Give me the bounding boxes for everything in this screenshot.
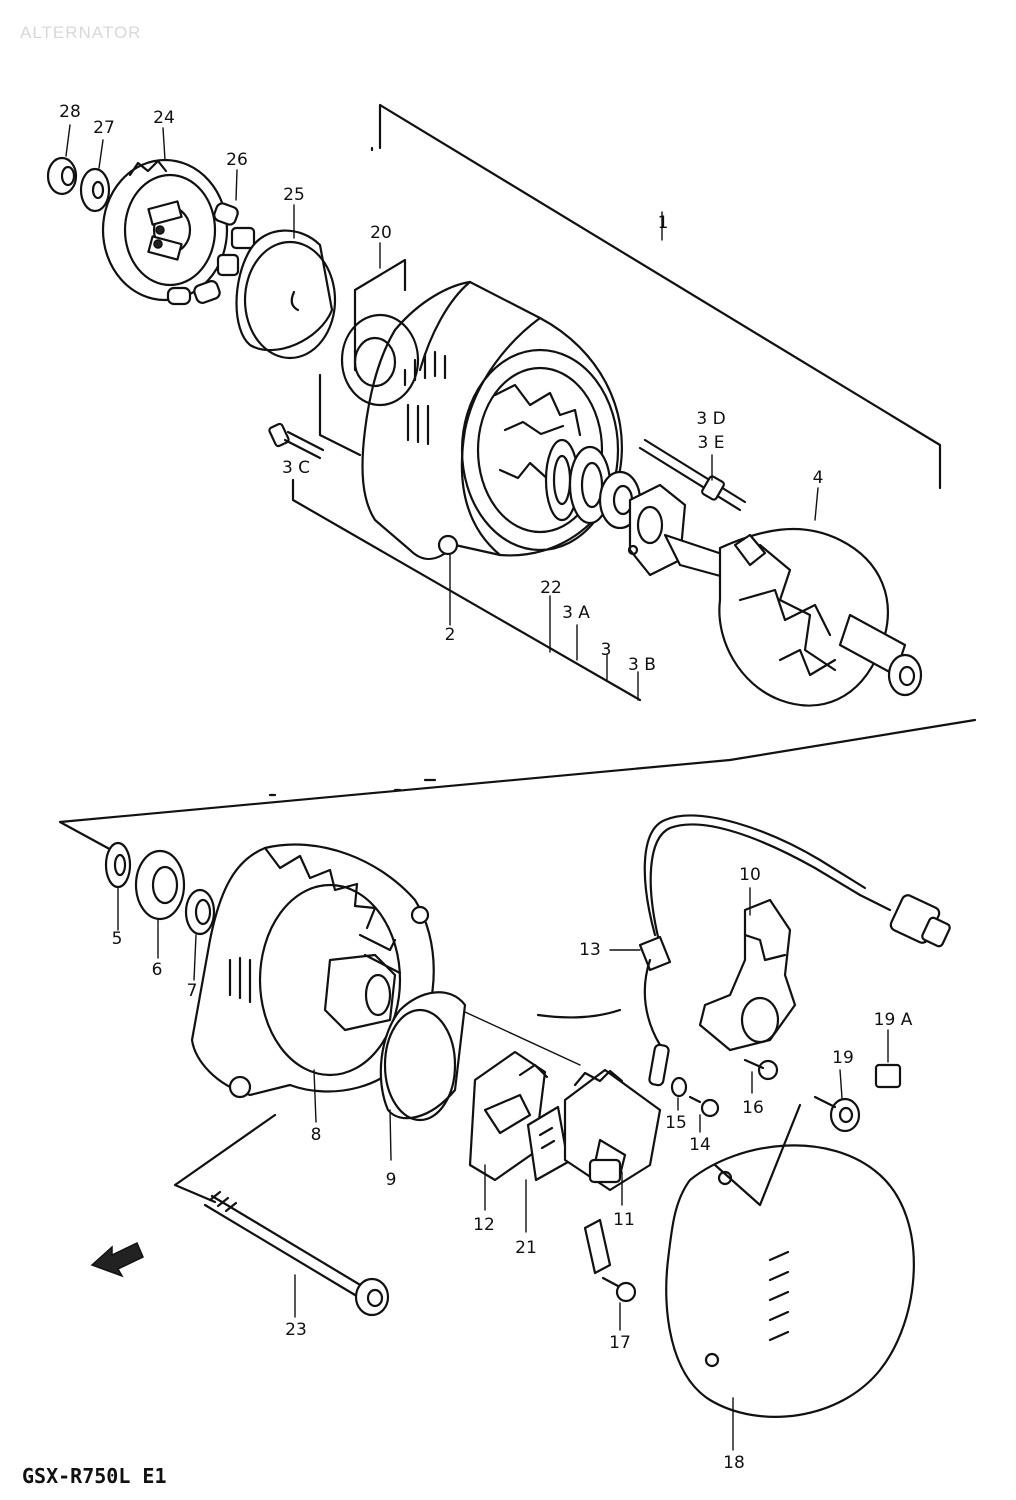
regulator-part-11 [563, 1068, 662, 1192]
label-part-3a: 3 A [562, 603, 590, 623]
label-part-5: 5 [112, 929, 123, 949]
wire-harness [643, 814, 951, 948]
label-part-20: 20 [370, 223, 392, 243]
label-part-26: 26 [226, 150, 248, 170]
nut-part-19 [813, 1095, 861, 1133]
nut-part-28 [46, 156, 78, 196]
rotor-part-4 [663, 527, 923, 707]
stud-part-3d-3e [638, 438, 747, 512]
label-part-12: 12 [473, 1215, 495, 1235]
label-part-9: 9 [386, 1170, 397, 1190]
label-part-19: 19 [832, 1048, 854, 1068]
label-part-8: 8 [311, 1125, 322, 1145]
label-part-6: 6 [152, 960, 163, 980]
front-arrow-icon [90, 1241, 144, 1278]
section-divider [58, 146, 977, 854]
label-part-13: 13 [579, 940, 601, 960]
label-part-15: 15 [665, 1113, 687, 1133]
gasket-part-9 [379, 991, 467, 1122]
bolt-part-3c [268, 422, 642, 702]
label-part-10: 10 [739, 865, 761, 885]
label-part-21: 21 [515, 1238, 537, 1258]
seal-ring-part-20 [318, 258, 420, 457]
drive-hub-part-24 [101, 158, 229, 302]
label-part-28: 28 [59, 102, 81, 122]
screw-part-14 [688, 1095, 720, 1118]
bearing-part-6 [134, 849, 186, 921]
label-part-22: 22 [540, 578, 562, 598]
nut-part-19a [874, 1063, 902, 1089]
label-part-2: 2 [445, 625, 456, 645]
assembly-bracket-1 [378, 103, 942, 490]
label-part-25: 25 [283, 185, 305, 205]
page-title: ALTERNATOR [20, 23, 141, 42]
washer-part-5 [104, 841, 132, 889]
label-part-16: 16 [742, 1098, 764, 1118]
wire-clip-part-13 [536, 935, 672, 1087]
washer-part-27 [79, 167, 111, 213]
long-bolt-part-23 [173, 1113, 390, 1317]
label-part-4: 4 [813, 468, 824, 488]
retainer-plate-part-3b [627, 483, 687, 577]
label-part-3e: 3 E [698, 433, 725, 453]
label-part-18: 18 [723, 1453, 745, 1473]
label-part-1: 1 [658, 213, 669, 233]
label-part-3c: 3 C [282, 458, 310, 478]
ring-part-7 [184, 888, 216, 936]
label-part-3: 3 [601, 640, 612, 660]
model-code: GSX-R750L E1 [22, 1464, 167, 1488]
washer-part-15 [670, 1076, 688, 1098]
label-part-23: 23 [285, 1320, 307, 1340]
rear-housing-part-8 [190, 843, 435, 1099]
screw-part-16 [743, 1058, 779, 1081]
regulator-unit-part-10 [698, 898, 797, 1052]
part-labels: 1 2 3 3 A 3 B 3 C 3 D 3 E 4 5 6 7 8 9 10… [59, 102, 913, 1473]
label-part-14: 14 [689, 1135, 711, 1155]
label-part-3d: 3 D [696, 409, 725, 429]
label-part-17: 17 [609, 1333, 631, 1353]
label-part-7: 7 [187, 981, 198, 1001]
damper-part-26 [166, 202, 256, 306]
label-part-27: 27 [93, 118, 115, 138]
label-part-11: 11 [613, 1210, 635, 1230]
label-part-24: 24 [153, 108, 175, 128]
cover-cup-part-25 [235, 229, 337, 360]
cover-part-18 [665, 1103, 915, 1418]
bracket-screw-part-17 [583, 1218, 637, 1303]
label-part-3b: 3 B [628, 655, 656, 675]
label-part-19a: 19 A [874, 1010, 913, 1030]
